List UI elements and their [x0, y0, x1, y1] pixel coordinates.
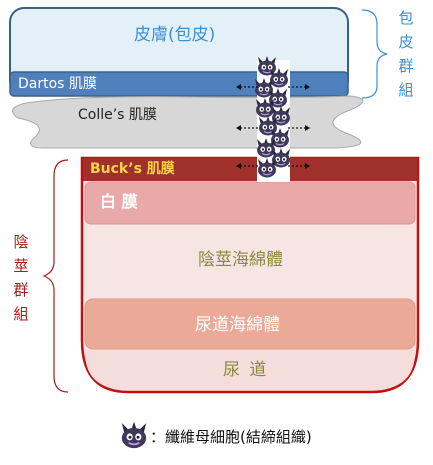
penile-group-bracket — [42, 159, 69, 393]
corpus-cavernosum-layer — [85, 226, 415, 298]
double-arrow-icon — [236, 125, 310, 131]
colles-label: Colle’s 肌膜 — [78, 107, 157, 123]
legend-text: ：纖維母細胞(結締組織) — [150, 428, 312, 446]
corpus-spongiosum-layer — [84, 298, 416, 350]
corpus-cavernosum-label: 陰莖海綿體 — [198, 250, 283, 270]
foreskin-group-bracket — [361, 9, 388, 99]
double-arrow-icon — [236, 84, 310, 90]
tunica-layer — [84, 181, 416, 225]
urethra-layer — [85, 350, 415, 390]
colles-layer — [12, 95, 364, 149]
tunica-label: 白 膜 — [100, 192, 138, 211]
penile-group-label: 陰莖群組 — [13, 233, 29, 323]
dartos-label: Dartos 肌膜 — [18, 76, 97, 92]
foreskin-group-label: 包皮群組 — [398, 9, 414, 99]
legend-fibroblast-icon — [120, 420, 148, 450]
bucks-label: Buck’s 肌膜 — [90, 161, 175, 177]
double-arrow-icon — [236, 163, 310, 169]
skin-label: 皮膚(包皮) — [134, 25, 216, 45]
corpus-spongiosum-label: 尿道海綿體 — [195, 315, 280, 335]
bucks-layer — [83, 158, 417, 181]
urethra-label: 尿 道 — [223, 360, 269, 380]
